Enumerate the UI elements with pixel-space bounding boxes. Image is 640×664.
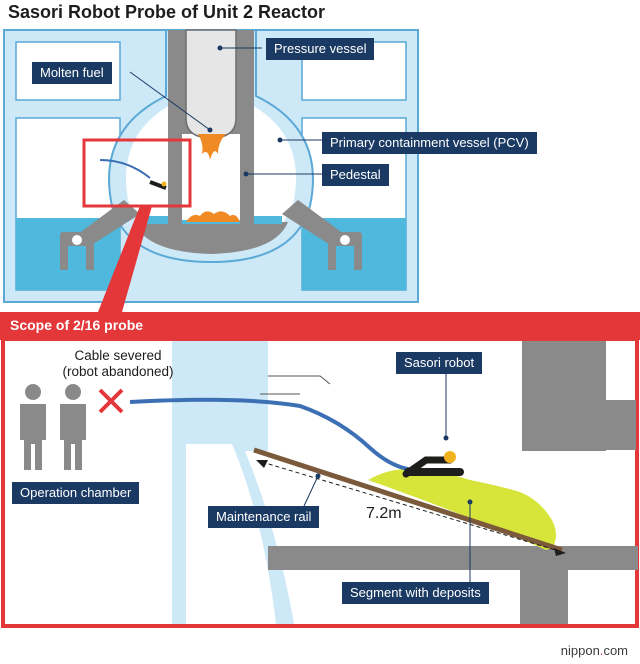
- label-segment-deposits: Segment with deposits: [342, 582, 489, 604]
- label-sasori-robot: Sasori robot: [396, 352, 483, 374]
- right-pillar: [520, 560, 568, 624]
- pedestal-inner: [182, 150, 240, 220]
- sasori-robot-graphic: [402, 451, 464, 478]
- credit-suffix: com: [603, 643, 628, 658]
- maintenance-rail: [253, 447, 563, 553]
- fuel-deposit: [186, 211, 240, 222]
- scope-header-bar: [0, 312, 640, 340]
- callout-box: [82, 138, 192, 208]
- credit-prefix: nippon: [560, 643, 600, 658]
- page-title: Sasori Robot Probe of Unit 2 Reactor: [8, 2, 326, 22]
- pedestal-left: [168, 134, 182, 224]
- right-concrete-block: [558, 400, 636, 450]
- operator-figure-2: [60, 384, 86, 470]
- cable-severed-x: [98, 388, 124, 414]
- pressure-vessel: [185, 29, 237, 139]
- label-distance: 7.2m: [366, 505, 402, 522]
- scope-title: Scope of 2/16 probe: [10, 317, 144, 333]
- credit-logo: nippon.com: [561, 643, 628, 658]
- operator-figure-1: [20, 384, 46, 470]
- label-operation-chamber: Operation chamber: [12, 482, 140, 504]
- right-support: [328, 232, 362, 270]
- label-cable-severed-line1: Cable severed: [74, 348, 162, 363]
- mini-robot: [149, 180, 167, 190]
- right-concrete-top: [522, 341, 606, 451]
- label-maintenance-rail: Maintenance rail: [208, 506, 320, 528]
- pedestal-wall-white: [186, 444, 276, 624]
- pcv-floor: [134, 222, 288, 254]
- pedestal-right: [240, 134, 254, 224]
- label-molten-fuel: Molten fuel: [32, 62, 112, 84]
- lower-floor: [268, 546, 638, 570]
- left-support: [60, 232, 94, 270]
- label-cable-severed: Cable severed (robot abandoned): [38, 348, 198, 380]
- label-pressure-vessel: Pressure vessel: [266, 38, 375, 60]
- molten-fuel-drip: [198, 134, 226, 160]
- callout-connector: [98, 206, 152, 312]
- label-pcv: Primary containment vessel (PCV): [322, 132, 537, 154]
- reactor-diagram: [3, 29, 419, 312]
- cable: [129, 397, 415, 472]
- mini-cable: [99, 159, 151, 179]
- label-cable-severed-line2: (robot abandoned): [62, 364, 174, 379]
- label-pedestal: Pedestal: [322, 164, 389, 186]
- credit-dot: .: [599, 643, 604, 658]
